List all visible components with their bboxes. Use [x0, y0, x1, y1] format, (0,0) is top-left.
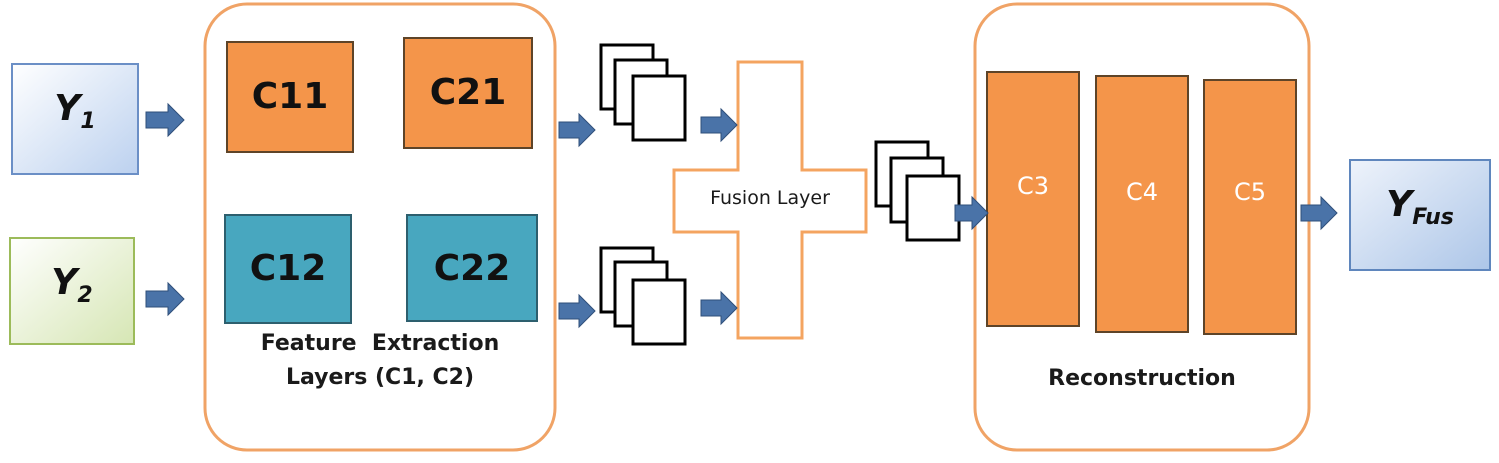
input-y2-main: Y: [51, 262, 78, 303]
arrow-recon-to-output: [1300, 195, 1338, 231]
arrow-fe-to-stack-bottom: [558, 293, 596, 329]
block-c3: [986, 71, 1080, 327]
block-c22-label: C22: [433, 248, 511, 289]
feature-map-stack-bottom: [599, 246, 687, 346]
arrow-stack-top-to-fusion: [700, 107, 738, 143]
input-y1-box: [11, 63, 139, 175]
feature-map-stack-fused: [874, 140, 961, 242]
arrow-stack-bottom-to-fusion: [700, 290, 738, 326]
feature-extraction-caption-line2: Layers (C1, C2): [285, 365, 475, 390]
reconstruction-caption: Reconstruction: [1048, 366, 1236, 391]
input-y1-label: Y1: [12, 88, 138, 134]
input-y1-sub: 1: [80, 109, 96, 135]
fusion-layer-cross: [672, 60, 868, 340]
output-yfus-main: Y: [1386, 184, 1413, 225]
block-c21-label: C21: [429, 72, 507, 113]
block-c5: [1203, 79, 1297, 335]
flow-arrows: [145, 102, 1338, 329]
arrow-fused-to-recon: [954, 195, 989, 231]
block-c3-label: C3: [1016, 172, 1050, 200]
block-c11: [226, 41, 354, 153]
arrow-fe-to-stack-top: [558, 112, 596, 148]
block-c4: [1095, 75, 1189, 333]
block-c21: [403, 37, 533, 149]
output-yfus-box: [1349, 159, 1491, 271]
output-yfus-label: YFus: [1350, 184, 1490, 230]
arrow-y1-to-fe: [145, 102, 185, 138]
arrow-y2-to-fe: [145, 281, 185, 317]
feature-map-stack-top: [599, 43, 687, 142]
block-c12-label: C12: [249, 248, 327, 289]
block-c22: [406, 214, 538, 322]
input-y2-sub: 2: [77, 283, 93, 309]
feature-extraction-caption-line1: Feature Extraction: [260, 331, 500, 356]
block-c11-label: C11: [251, 76, 329, 117]
input-y2-label: Y2: [10, 262, 134, 308]
block-c12: [224, 214, 352, 324]
input-y1-main: Y: [54, 88, 81, 129]
input-y2-box: [9, 237, 135, 345]
block-c4-label: C4: [1125, 178, 1159, 206]
fusion-layer-label: Fusion Layer: [710, 187, 830, 209]
block-c5-label: C5: [1233, 178, 1267, 206]
output-yfus-sub: Fus: [1412, 205, 1454, 231]
